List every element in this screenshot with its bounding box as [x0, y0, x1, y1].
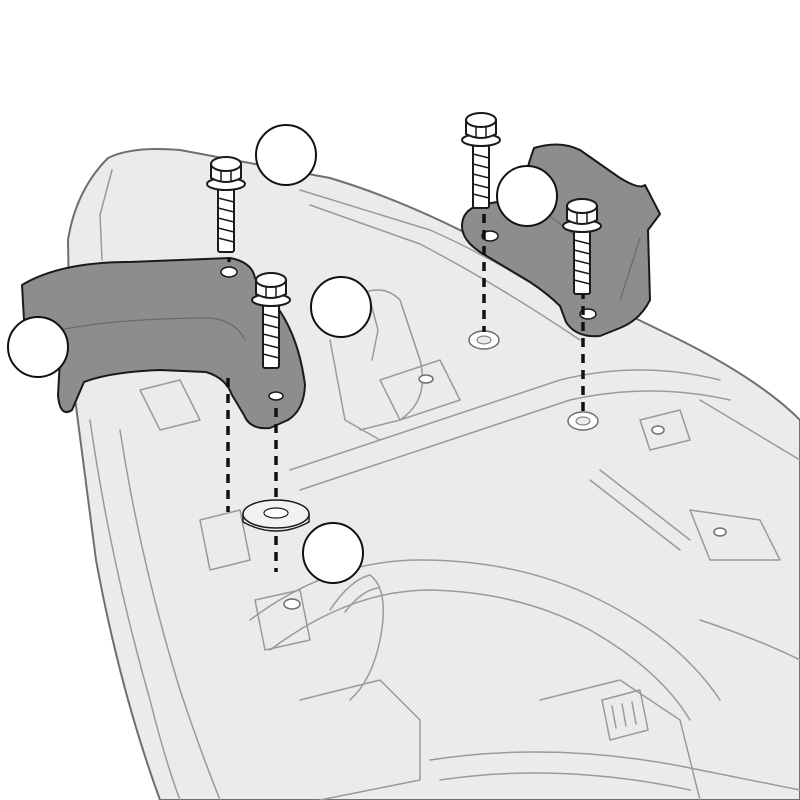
frame-bottom-rail	[429, 751, 800, 791]
frame-right-flank-2	[699, 619, 800, 661]
frame-rod	[589, 479, 681, 551]
callout-4	[7, 316, 69, 378]
frame-wire-bundle-2	[344, 587, 379, 613]
frame-cross-member-2	[299, 390, 731, 491]
frame-tab-right	[639, 409, 691, 451]
frame-outline	[67, 148, 800, 800]
callout-5	[302, 522, 364, 584]
bolt-right-rear-icon	[461, 112, 501, 209]
flat-washer	[242, 499, 310, 532]
frame-bottom-rail-2	[439, 772, 691, 791]
frame-center-hump	[349, 289, 424, 431]
alignment-guides	[226, 198, 585, 572]
frame-hole-small-2	[418, 374, 434, 384]
rear-frame	[67, 148, 800, 800]
frame-connector-pins	[611, 701, 637, 729]
frame-top-ridge-2	[309, 204, 581, 341]
callout-2	[496, 165, 558, 227]
callouts	[7, 124, 558, 584]
frame-inner-rail-left-2	[119, 429, 221, 800]
frame-rod-2	[599, 469, 691, 541]
right-bracket-hole-rear	[481, 230, 499, 242]
left-bracket-plate	[21, 257, 306, 430]
frame-wire-bundle	[329, 574, 385, 701]
frame-lower-plate-2	[539, 679, 701, 800]
frame-latch	[369, 299, 379, 361]
callout-3	[310, 276, 372, 338]
left-bracket-hole-top	[220, 266, 238, 278]
frame-hole-small-4	[713, 527, 727, 537]
frame-box	[379, 359, 461, 421]
frame-right-flank	[699, 399, 800, 461]
frame-center-hump-2	[329, 339, 381, 441]
frame-connector	[601, 689, 649, 741]
frame-lower-left-box	[254, 589, 311, 651]
frame-side-detail	[139, 379, 201, 431]
frame-hole-small-3	[651, 425, 665, 435]
callout-1	[255, 124, 317, 186]
frame-tab-right-2	[689, 509, 781, 561]
frame-hole-small-1	[283, 598, 301, 610]
left-bracket-hole-front	[268, 391, 284, 401]
frame-curve-lower-2	[269, 589, 691, 721]
frame-inner-rail-left	[89, 419, 181, 800]
frame-side-detail-2	[199, 509, 251, 571]
frame-seat-edge	[99, 169, 113, 261]
frame-cross-member	[289, 369, 721, 471]
frame-lower-plate	[299, 679, 421, 800]
